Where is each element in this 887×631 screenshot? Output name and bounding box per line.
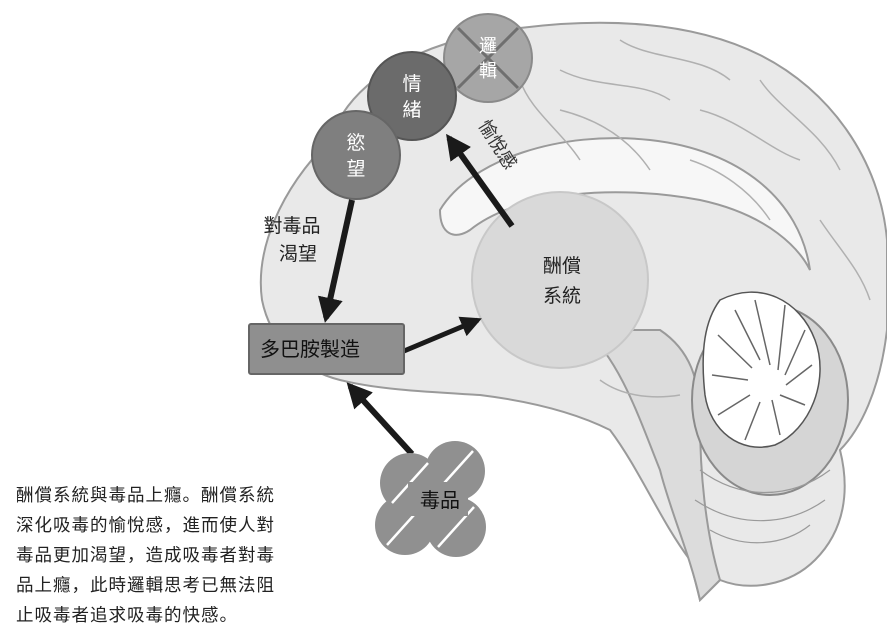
reward-system-label-line2: 系統 (543, 285, 581, 307)
logic-circle: 邏 輯 (444, 14, 532, 102)
craving-label-line2: 渴望 (279, 243, 317, 265)
caption-line: 深化吸毒的愉悅感，進而使人對 (16, 511, 336, 541)
dopamine-box-label: 多巴胺製造 (260, 337, 360, 361)
drug-label: 毒品 (420, 488, 460, 512)
emotion-label-line2: 緒 (402, 99, 421, 121)
reward-system-label-line1: 酬償 (543, 255, 581, 277)
reward-system-circle (472, 192, 648, 368)
drug-pills: 毒品 (375, 441, 486, 557)
emotion-label-line1: 情 (402, 73, 421, 95)
caption: 酬償系統與毒品上癮。酬償系統 深化吸毒的愉悅感，進而使人對 毒品更加渴望，造成吸… (16, 481, 336, 631)
arrow-drug-to-dopamine (350, 386, 412, 454)
caption-line: 酬償系統與毒品上癮。酬償系統 (16, 481, 336, 511)
caption-line: 止吸毒者追求吸毒的快感。 (16, 601, 336, 631)
logic-label-line2: 輯 (479, 61, 497, 82)
logic-label-line1: 邏 (479, 36, 497, 57)
caption-line: 毒品更加渴望，造成吸毒者對毒 (16, 541, 336, 571)
desire-label-line1: 慾 (346, 132, 365, 154)
caption-line: 品上癮，此時邏輯思考已無法阻 (16, 571, 336, 601)
desire-circle: 慾 望 (312, 111, 400, 199)
craving-label-line1: 對毒品 (263, 215, 320, 237)
desire-label-line2: 望 (346, 158, 365, 180)
